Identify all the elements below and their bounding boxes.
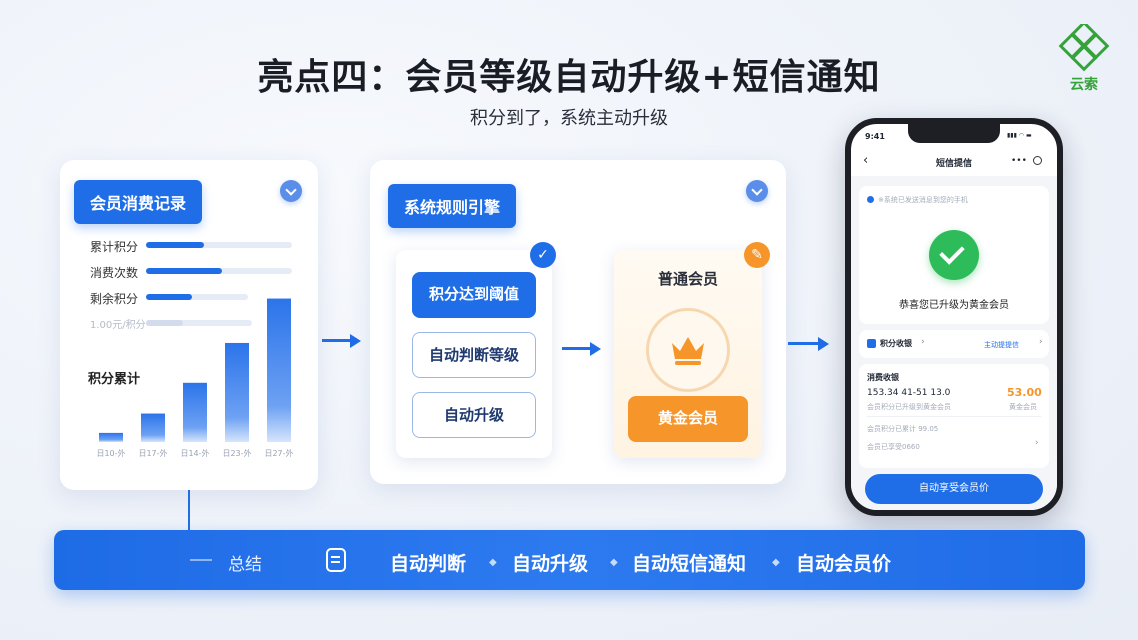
row-label-visits: 消费次数	[90, 266, 139, 280]
document-icon	[326, 548, 346, 572]
bar-3	[225, 342, 249, 442]
record-sub2: 黄金会员	[1009, 403, 1037, 411]
separator-dot: ◆	[489, 557, 497, 568]
extra-line-2: 会员已享受0660	[867, 443, 920, 451]
rule-step-judge[interactable]: 自动判断等级	[412, 332, 536, 378]
progress-fill	[146, 320, 184, 326]
arrow-head-icon	[818, 337, 829, 351]
crown-icon	[672, 337, 704, 365]
separator-dot: ◆	[772, 557, 780, 568]
flow-arrow	[322, 339, 352, 342]
record-title: 消费收银	[867, 373, 899, 382]
flow-arrow	[562, 347, 592, 350]
row-label-rate: 1.00元/积分	[90, 320, 146, 331]
summary-item-upgrade: 自动升级	[512, 553, 589, 575]
connector-line	[188, 490, 190, 530]
phone-header: ‹ 短信提信 •••	[851, 150, 1057, 176]
progress-track	[146, 294, 248, 300]
chevron-right-icon: ›	[1035, 438, 1039, 448]
summary-label: 总结	[228, 555, 262, 575]
summary-item-price: 自动会员价	[796, 553, 892, 575]
chart-title: 积分累计	[88, 372, 141, 387]
level-panel: 普通会员 黄金会员	[614, 250, 762, 458]
more-icon[interactable]: •••	[1011, 156, 1027, 166]
progress-fill	[146, 268, 222, 274]
summary-item-sms: 自动短信通知	[632, 553, 747, 575]
phone-mockup: 9:41 ▮▮▮ ◠ ▬ ‹ 短信提信 ••• ※系统已发送消息到您的手机 恭喜…	[845, 118, 1063, 516]
x-tick-label: 日27-外	[264, 448, 293, 458]
row-label-total-points: 累计积分	[90, 240, 139, 254]
arrow-head-icon	[350, 334, 361, 348]
level-to-button[interactable]: 黄金会员	[628, 396, 748, 442]
separator-dot: ◆	[610, 557, 618, 568]
chevron-right-icon: ›	[1039, 337, 1043, 347]
status-time: 9:41	[865, 132, 885, 141]
chevron-down-icon[interactable]	[746, 180, 768, 202]
points-row[interactable]: 积分收银 › 主动提提信 ›	[859, 330, 1049, 358]
success-text: 恭喜您已升级为黄金会员	[899, 300, 1009, 311]
msg-sender: ※系统已发送消息到您的手机	[878, 196, 968, 204]
phone-screen: ※系统已发送消息到您的手机 恭喜您已升级为黄金会员 积分收银 › 主动提提信 ›…	[851, 176, 1057, 510]
row-label-remaining: 剩余积分	[90, 292, 139, 306]
x-tick-label: 日17-外	[138, 448, 167, 458]
record-line: 153.34 41-51 13.0	[867, 388, 951, 398]
points-link[interactable]: 主动提提信	[984, 341, 1019, 349]
record-sub: 会员积分已升级到黄金会员	[867, 403, 951, 411]
progress-track	[146, 268, 292, 274]
consumption-record-tag: 会员消费记录	[74, 180, 203, 224]
progress-track	[146, 320, 252, 326]
check-icon: ✓	[530, 242, 556, 268]
bar-1	[141, 413, 165, 442]
success-check-icon	[929, 230, 979, 280]
bar-4	[267, 298, 291, 442]
points-bar-chart: 日10-外 日17-外 日14-外 日23-外 日27-外	[96, 298, 294, 458]
sender-icon	[867, 196, 874, 203]
status-icons: ▮▮▮ ◠ ▬	[1007, 132, 1032, 139]
record-amount: 53.00	[1007, 386, 1042, 399]
rule-steps-panel: 积分达到阈值 自动判断等级 自动升级	[396, 250, 552, 458]
success-card: ※系统已发送消息到您的手机 恭喜您已升级为黄金会员	[859, 186, 1049, 324]
chevron-down-icon[interactable]	[280, 180, 302, 202]
arrow-head-icon	[590, 342, 601, 356]
crown-badge	[646, 308, 730, 392]
x-tick-label: 日23-外	[222, 448, 251, 458]
summary-banner: 总结 自动判断 ◆ 自动升级 ◆ 自动短信通知 ◆ 自动会员价	[54, 530, 1085, 590]
brand-logo: 云索	[1058, 20, 1110, 93]
x-tick-label: 日10-外	[96, 448, 125, 458]
page-subtitle: 积分到了，系统主动升级	[470, 108, 668, 129]
edit-icon: ✎	[744, 242, 770, 268]
phone-notch	[908, 124, 1000, 143]
dash-decoration	[190, 559, 212, 561]
rule-engine-tag: 系统规则引擎	[388, 184, 517, 228]
flow-arrow	[788, 342, 820, 345]
x-tick-label: 日14-外	[180, 448, 209, 458]
progress-track	[146, 242, 292, 248]
target-icon[interactable]	[1033, 156, 1042, 165]
rule-engine-card: 系统规则引擎 积分达到阈值 自动判断等级 自动升级 ✓ 普通会员 黄金会员 ✎	[370, 160, 786, 484]
chevron-right-icon: ›	[921, 337, 925, 347]
divider	[867, 416, 1041, 417]
logo-text: 云索	[1070, 77, 1098, 93]
extra-line-1: 会员积分已累计 99.05	[867, 425, 939, 433]
level-from-label: 普通会员	[657, 270, 718, 288]
points-label: 积分收银	[880, 339, 912, 348]
back-icon[interactable]: ‹	[863, 153, 869, 168]
page-title: 亮点四：会员等级自动升级+短信通知	[257, 57, 881, 98]
rule-step-upgrade[interactable]: 自动升级	[412, 392, 536, 438]
member-price-button[interactable]: 自动享受会员价	[865, 474, 1043, 504]
progress-fill	[146, 294, 192, 300]
bar-0	[99, 432, 123, 442]
bar-2	[183, 382, 207, 442]
phone-header-title: 短信提信	[935, 159, 972, 169]
rule-step-threshold[interactable]: 积分达到阈值	[412, 272, 536, 318]
record-card: 消费收银 153.34 41-51 13.0 53.00 会员积分已升级到黄金会…	[859, 364, 1049, 468]
progress-fill	[146, 242, 205, 248]
points-icon	[867, 339, 876, 348]
summary-item-judge: 自动判断	[390, 553, 467, 575]
consumption-record-card: 会员消费记录 累计积分 消费次数 剩余积分 1.00元/积分 积分累计 日10-…	[60, 160, 318, 490]
